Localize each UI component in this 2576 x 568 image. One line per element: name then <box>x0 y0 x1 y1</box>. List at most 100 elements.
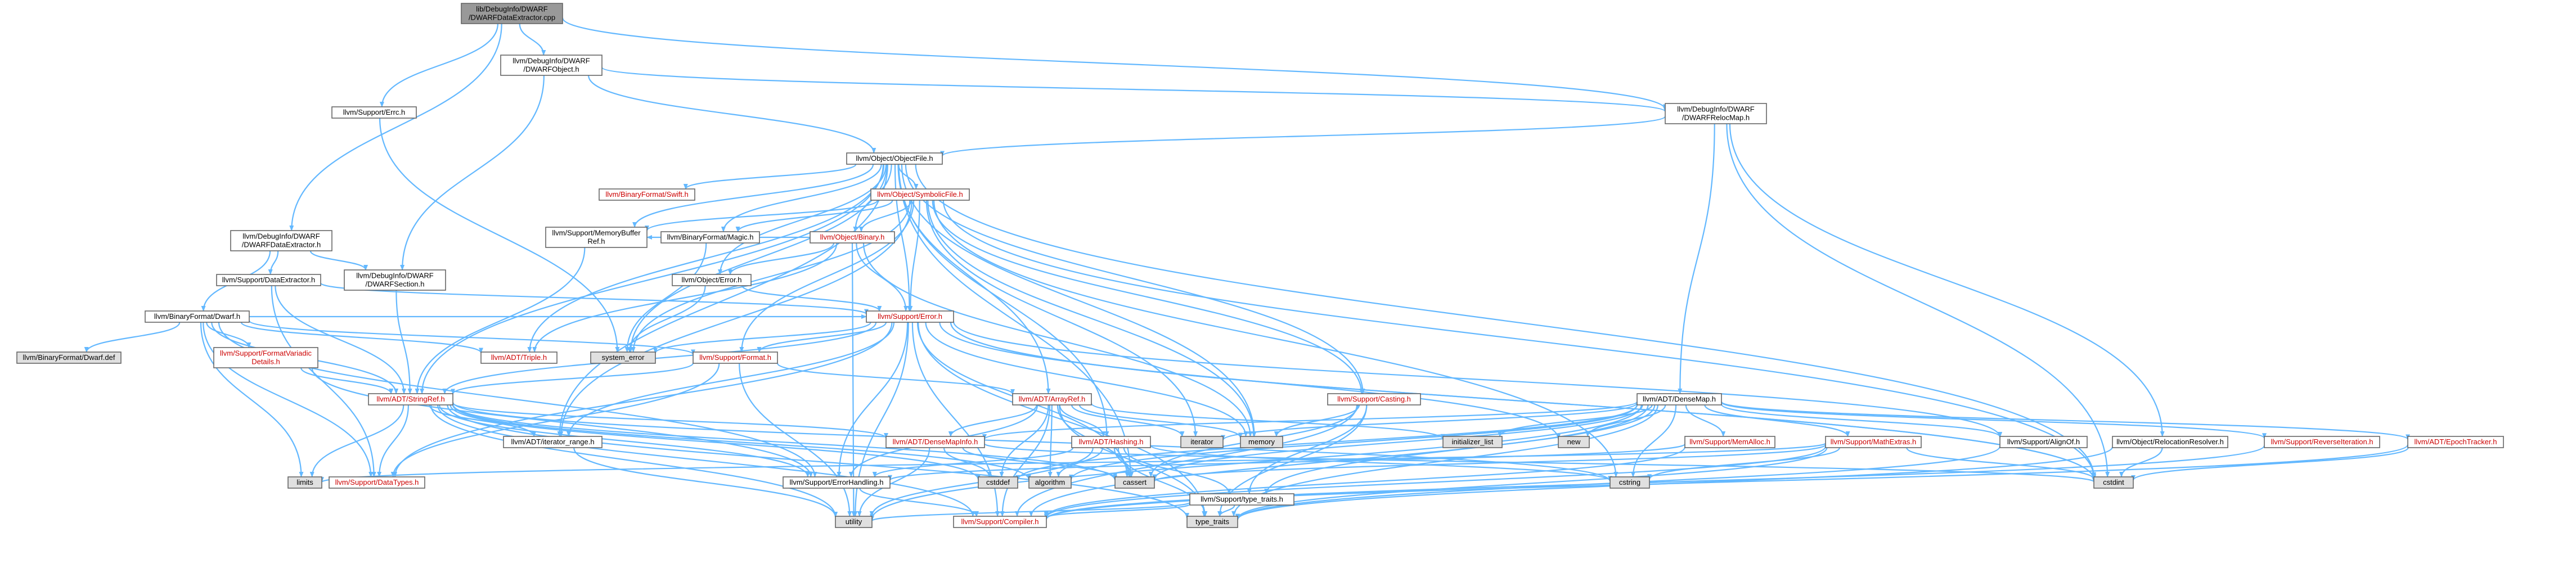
edge-objectfile-to-cassert <box>898 164 1133 477</box>
node-label: /DWARFDataExtractor.cpp <box>469 13 555 22</box>
node-label: llvm/Support/type_traits.h <box>1201 495 1283 503</box>
edge-densemap-to-iterator <box>1221 402 1638 441</box>
node-label: llvm/BinaryFormat/Magic.h <box>667 233 754 241</box>
node-label: llvm/DebugInfo/DWARF <box>512 57 590 65</box>
node-box <box>545 227 648 248</box>
node-box <box>16 351 122 364</box>
node-errc[interactable]: llvm/Support/Errc.h <box>331 106 417 119</box>
edge-stringref-to-utility <box>430 404 838 517</box>
node-label: algorithm <box>1035 478 1065 486</box>
node-type_traits_h[interactable]: llvm/Support/type_traits.h <box>1189 493 1294 506</box>
node-stringref[interactable]: llvm/ADT/StringRef.h <box>368 393 453 405</box>
node-hashing[interactable]: llvm/ADT/Hashing.h <box>1071 436 1151 448</box>
node-box <box>2264 436 2380 448</box>
node-objectfile[interactable]: llvm/Object/ObjectFile.h <box>846 152 943 165</box>
node-relocmap[interactable]: llvm/DebugInfo/DWARF/DWARFRelocMap.h <box>1665 103 1767 124</box>
node-label: llvm/DebugInfo/DWARF <box>1677 105 1755 114</box>
node-label: utility <box>846 517 862 526</box>
edge-format-to-stringref <box>451 363 694 395</box>
node-alignof[interactable]: llvm/Support/AlignOf.h <box>1999 436 2088 448</box>
node-supporterror[interactable]: llvm/Support/Error.h <box>866 310 954 323</box>
node-densemap[interactable]: llvm/ADT/DenseMap.h <box>1637 393 1722 405</box>
node-label: Ref.h <box>587 237 605 246</box>
node-box <box>1327 393 1421 405</box>
node-datatypes[interactable]: llvm/Support/DataTypes.h <box>329 476 425 489</box>
node-reverseiteration[interactable]: llvm/Support/ReverseIteration.h <box>2264 436 2380 448</box>
edge-stringref-to-datatypes <box>377 404 409 477</box>
node-compiler[interactable]: llvm/Support/Compiler.h <box>953 516 1047 528</box>
node-label: llvm/Support/MathExtras.h <box>1831 438 1916 446</box>
edge-stringref-to-limits <box>309 404 404 477</box>
node-swift[interactable]: llvm/BinaryFormat/Swift.h <box>599 188 695 201</box>
node-box <box>1028 476 1072 489</box>
edge-densemapinfo-to-cstdint <box>983 443 2096 483</box>
edge-symbolicfile-to-memorybufferref <box>645 200 878 232</box>
edge-dwarfsection-to-stringref <box>395 290 412 394</box>
node-dwarfdataextractor[interactable]: llvm/DebugInfo/DWARF/DWARFDataExtractor.… <box>230 230 332 251</box>
edge-objectfile-to-triple <box>527 164 885 353</box>
edge-dwarfdataextractor-to-supportdataextractor <box>268 250 279 275</box>
node-box <box>500 55 603 76</box>
edge-objecterror-to-supporterror <box>741 285 882 312</box>
edge-relocmap-to-densemap <box>1678 123 1715 394</box>
node-symbolicfile[interactable]: llvm/Object/SymbolicFile.h <box>870 188 970 201</box>
node-label: llvm/ADT/EpochTracker.h <box>2415 438 2497 446</box>
edge-supportdataextractor-to-stringref <box>275 285 407 394</box>
edge-stringref-to-densemapinfo <box>452 402 888 439</box>
node-densemapinfo[interactable]: llvm/ADT/DenseMapInfo.h <box>885 436 985 448</box>
node-dwarfsection[interactable]: llvm/DebugInfo/DWARF/DWARFSection.h <box>344 269 446 291</box>
node-label: llvm/Object/RelocationResolver.h <box>2116 438 2224 446</box>
edge-symbolicfile-to-iterator_range <box>559 200 912 437</box>
node-box <box>2407 436 2504 448</box>
node-algorithm: algorithm <box>1028 476 1072 489</box>
edge-densemap-to-cstddef <box>1015 404 1638 481</box>
edge-symbolicfile-to-format <box>739 200 915 353</box>
node-objecterror[interactable]: llvm/Object/Error.h <box>672 274 752 286</box>
edge-mathextras-to-cstdint <box>1906 447 2096 480</box>
node-magic[interactable]: llvm/BinaryFormat/Magic.h <box>660 231 760 244</box>
edge-supporterror-to-stringref <box>442 322 877 394</box>
edge-hashing-to-type_traits_h <box>1123 447 1231 494</box>
node-arrayref[interactable]: llvm/ADT/ArrayRef.h <box>1012 393 1092 405</box>
edge-objectfile-to-stringref <box>420 164 884 394</box>
node-box <box>2112 436 2228 448</box>
node-dwarfdef: llvm/BinaryFormat/Dwarf.def <box>16 351 122 364</box>
edge-dwarf-to-dwarfdef <box>84 322 181 353</box>
node-label: llvm/Support/ReverseIteration.h <box>2271 438 2373 446</box>
node-mathextras[interactable]: llvm/Support/MathExtras.h <box>1825 436 1922 448</box>
edge-stringref-to-compiler <box>437 404 975 517</box>
node-triple[interactable]: llvm/ADT/Triple.h <box>480 351 558 364</box>
edge-dwarf-to-formatvariadic <box>206 322 251 348</box>
edge-objecterror-to-system_error <box>627 285 706 353</box>
node-box <box>590 351 656 364</box>
node-label: llvm/ADT/StringRef.h <box>376 395 444 403</box>
node-box <box>599 188 695 201</box>
edge-supporterror-to-format <box>757 322 887 353</box>
edge-root-to-relocmap <box>561 17 1667 110</box>
node-dwarf[interactable]: llvm/BinaryFormat/Dwarf.h <box>145 310 250 323</box>
node-label: llvm/Support/ErrorHandling.h <box>790 478 884 486</box>
node-dwarfobject[interactable]: llvm/DebugInfo/DWARF/DWARFObject.h <box>500 55 603 76</box>
node-supportdataextractor[interactable]: llvm/Support/DataExtractor.h <box>216 274 321 286</box>
node-binary[interactable]: llvm/Object/Binary.h <box>810 231 895 244</box>
node-box <box>672 274 752 286</box>
edge-supporterror-to-alignof <box>952 321 2002 438</box>
node-format[interactable]: llvm/Support/Format.h <box>693 351 778 364</box>
edge-densemap-to-utility <box>870 404 1642 520</box>
node-iterator_range[interactable]: llvm/ADT/iterator_range.h <box>503 436 603 448</box>
node-casting[interactable]: llvm/Support/Casting.h <box>1327 393 1421 405</box>
node-label: /DWARFRelocMap.h <box>1682 114 1750 122</box>
node-label: initializer_list <box>1452 438 1494 446</box>
node-epochtracker[interactable]: llvm/ADT/EpochTracker.h <box>2407 436 2504 448</box>
node-memalloc[interactable]: llvm/Support/MemAlloc.h <box>1684 436 1775 448</box>
node-cstdint: cstdint <box>2093 476 2134 489</box>
edge-densemap-to-reverseiteration <box>1720 401 2267 439</box>
node-root[interactable]: lib/DebugInfo/DWARF/DWARFDataExtractor.c… <box>461 3 563 24</box>
node-errorhandling[interactable]: llvm/Support/ErrorHandling.h <box>783 476 891 489</box>
node-relocationresolver[interactable]: llvm/Object/RelocationResolver.h <box>2112 436 2228 448</box>
node-label: cassert <box>1123 478 1147 486</box>
edge-binary-to-objecterror <box>727 242 835 275</box>
